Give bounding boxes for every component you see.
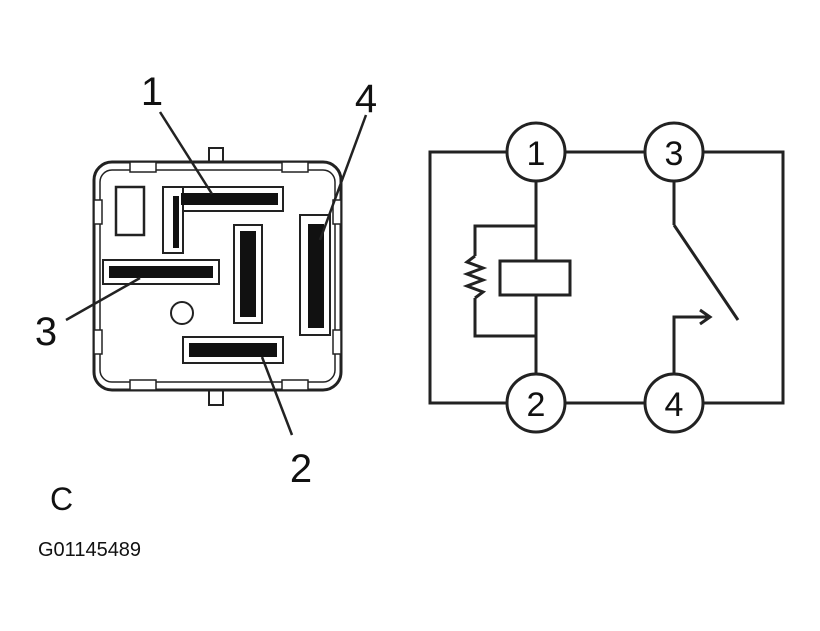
- node-2: 2: [505, 372, 567, 434]
- svg-text:2: 2: [527, 386, 546, 424]
- terminal-center: [233, 224, 263, 324]
- polarity-window: [114, 185, 146, 237]
- relay-schematic: 1 3 2 4: [428, 121, 785, 434]
- node-1: 1: [505, 121, 567, 183]
- relay-body-inner-outline: [99, 169, 336, 383]
- edge-tab: [129, 379, 157, 391]
- terminal-3: [102, 259, 220, 285]
- terminal-4: [299, 214, 331, 336]
- edge-tab: [93, 329, 103, 355]
- mounting-hole: [170, 301, 194, 325]
- edge-tab: [281, 161, 309, 173]
- edge-tab: [281, 379, 309, 391]
- terminal-1: [162, 186, 284, 254]
- pin-label-2: 2: [290, 447, 312, 491]
- leader-line-4: [318, 114, 368, 241]
- view-letter: C: [50, 481, 73, 517]
- svg-text:4: 4: [665, 386, 684, 424]
- terminal-2: [182, 336, 284, 364]
- figure-id: G01145489: [38, 539, 141, 561]
- resistor-wire-top: [473, 224, 536, 256]
- edge-tab: [129, 161, 157, 173]
- leader-line-1: [158, 111, 214, 195]
- resistor-wire-bottom: [473, 298, 536, 338]
- node-3: 3: [643, 121, 705, 183]
- switch-wire-bottom: [672, 315, 708, 374]
- wire-left: [428, 150, 507, 405]
- svg-text:3: 3: [665, 135, 684, 173]
- switch-blade: [672, 224, 740, 321]
- leader-line-2: [260, 356, 294, 436]
- edge-tab: [93, 199, 103, 225]
- resistor-symbol: [462, 254, 488, 300]
- wire-right: [703, 150, 785, 405]
- edge-tab: [332, 199, 342, 225]
- switch-contact-arrow: [699, 308, 713, 326]
- pin-label-1: 1: [141, 70, 163, 114]
- node-4: 4: [643, 372, 705, 434]
- svg-text:1: 1: [527, 135, 546, 173]
- leader-line-3: [65, 276, 141, 322]
- relay-connector-face: 1 2 3 4: [35, 70, 377, 491]
- pin-label-3: 3: [35, 310, 57, 354]
- pin-label-4: 4: [355, 77, 377, 121]
- edge-tab: [332, 329, 342, 355]
- coil-symbol: [498, 259, 572, 297]
